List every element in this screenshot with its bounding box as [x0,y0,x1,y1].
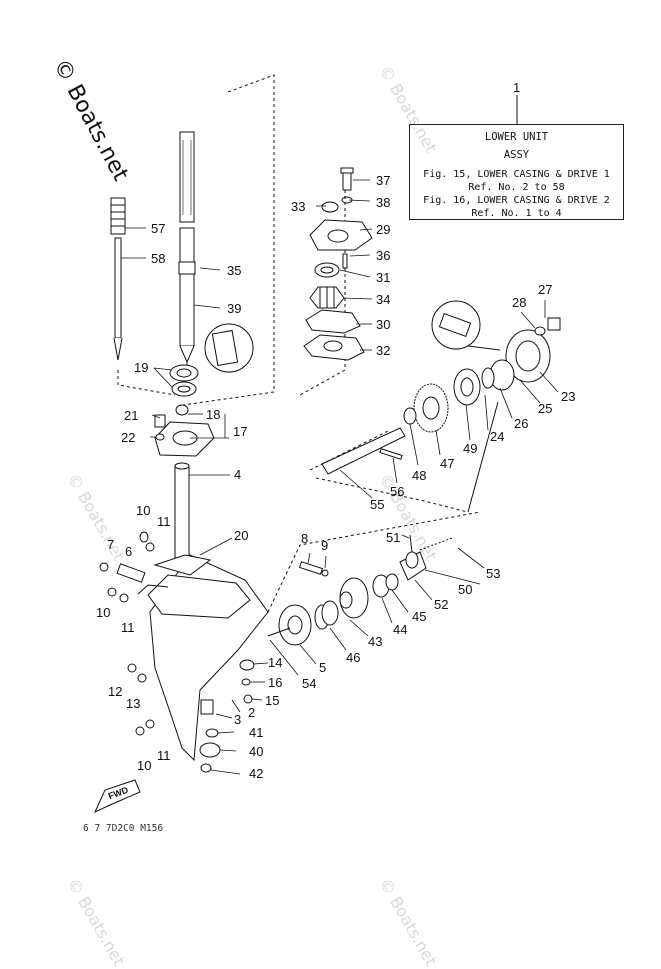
callout-30: 30 [376,317,391,332]
callout-40: 40 [249,744,264,759]
legend-title: LOWER UNIT [484,131,549,143]
callout-8: 8 [301,531,309,546]
callout-12: 12 [108,684,123,699]
callout-2: 2 [248,705,256,720]
callout-11c: 11 [157,748,171,763]
legend-line: Fig. 16, LOWER CASING & DRIVE 2 [423,195,610,206]
callout-22: 22 [121,430,136,445]
callout-21: 21 [124,408,139,423]
callout-10c: 10 [137,758,152,773]
callout-57: 57 [151,221,166,236]
callout-24: 24 [490,429,505,444]
callout-14: 14 [268,655,283,670]
callout-27: 27 [538,282,553,297]
legend-ref-number: 1 [513,80,521,95]
callout-4: 4 [234,467,242,482]
callout-10b: 10 [96,605,111,620]
callout-28: 28 [512,295,527,310]
callout-54: 54 [302,676,317,691]
legend-line: Fig. 15, LOWER CASING & DRIVE 1 [423,169,610,180]
callout-45: 45 [412,609,427,624]
callout-49: 49 [463,441,478,456]
callout-7: 7 [107,537,115,552]
callout-20: 20 [234,528,249,543]
callout-37: 37 [376,173,391,188]
callout-46: 46 [346,650,361,665]
callout-29: 29 [376,222,391,237]
callout-36: 36 [376,248,391,263]
legend-line: Ref. No. 1 to 4 [471,208,562,219]
callout-19: 19 [134,360,149,375]
legend-subtitle: ASSY [503,149,530,161]
legend-box: LOWER UNIT ASSY Fig. 15, LOWER CASING & … [409,124,624,220]
callout-11b: 11 [121,620,135,635]
parts-diagram: © Boats.net © Boats.net © Boats.net © Bo… [48,55,624,969]
callout-9: 9 [321,538,329,553]
callout-34: 34 [376,292,391,307]
callout-25: 25 [538,401,553,416]
callout-39: 39 [227,301,242,316]
callout-55: 55 [370,497,385,512]
callout-13: 13 [126,696,141,711]
callout-51: 51 [386,530,401,545]
callout-58: 58 [151,251,166,266]
callout-48: 48 [412,468,427,483]
callout-16: 16 [268,675,283,690]
callout-31: 31 [376,270,391,285]
callout-52: 52 [434,597,449,612]
callout-50: 50 [458,582,473,597]
callout-43: 43 [368,634,383,649]
callout-38: 38 [376,195,391,210]
callout-11: 11 [157,514,171,529]
callout-15: 15 [265,693,280,708]
callout-32: 32 [376,343,391,358]
legend-line: Ref. No. 2 to 58 [468,182,565,193]
callout-41: 41 [249,725,264,740]
callout-17: 17 [233,424,248,439]
callout-56: 56 [390,484,405,499]
callout-53: 53 [486,566,501,581]
callout-33: 33 [291,199,306,214]
drawing-code: 6 7 7D2C0 M156 [83,823,164,834]
callout-44: 44 [393,622,408,637]
callout-23: 23 [561,389,576,404]
exploded-view-drawing [93,74,561,814]
callout-47: 47 [440,456,455,471]
callout-18: 18 [206,407,221,422]
callout-3: 3 [234,712,242,727]
callout-5: 5 [319,660,327,675]
callout-10: 10 [136,503,151,518]
callout-26: 26 [514,416,529,431]
callout-35: 35 [227,263,242,278]
callout-42: 42 [249,766,264,781]
callout-6: 6 [125,544,133,559]
